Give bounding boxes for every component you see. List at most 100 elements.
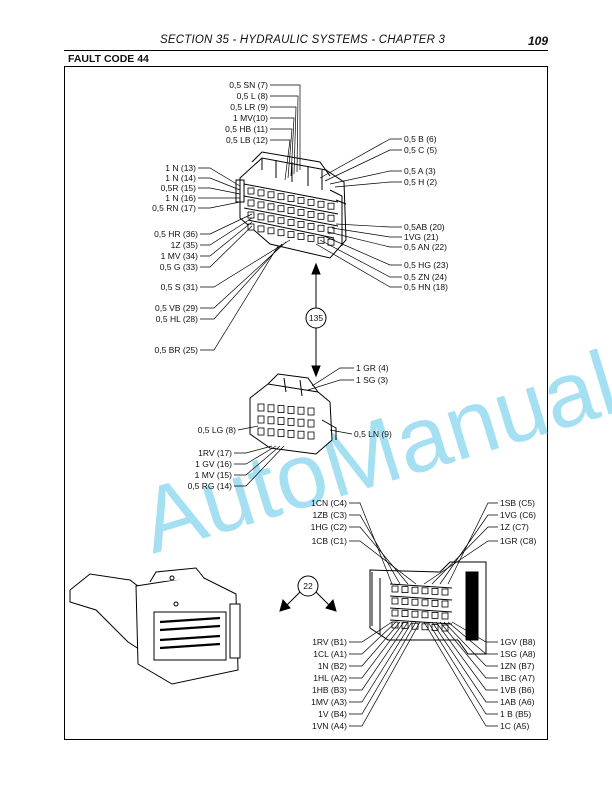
leader-line: [319, 138, 402, 179]
connector-pin: [431, 588, 439, 595]
connector-pin: [267, 203, 275, 211]
connector-pin: [421, 599, 429, 607]
connector-pin: [297, 418, 305, 427]
wire-label: 0,5 LR (9): [230, 102, 268, 112]
connector-pin: [391, 585, 399, 593]
connector-pin: [411, 610, 419, 618]
leader-line: [198, 201, 241, 209]
connector-pin: [297, 406, 305, 415]
connector-pin: [297, 221, 305, 228]
wire-label: 1CL (A1): [313, 649, 347, 659]
leader-line: [349, 621, 413, 703]
wire-label: 0,5 RG (14): [188, 481, 233, 491]
connector-pin: [257, 403, 265, 412]
header-rule: [64, 50, 548, 51]
wire-label: 0,5 B (6): [404, 134, 437, 144]
wire-label: 0,5 HB (11): [225, 124, 268, 134]
leader-line: [349, 621, 417, 715]
wire-label: 1Z (C7): [500, 522, 529, 532]
wire-label: 1Z (35): [171, 240, 199, 250]
leader-line: [327, 231, 402, 248]
leader-line: [323, 235, 402, 266]
leader-line: [349, 621, 397, 655]
connector-pin: [247, 187, 255, 195]
wire-label: 0,5 LG (8): [198, 425, 236, 435]
connector-pin: [411, 586, 419, 594]
connection-arrow: [305, 262, 327, 378]
connector-pin: [421, 587, 429, 595]
leader-line: [439, 514, 498, 585]
connector-pin: [287, 429, 295, 438]
wire-label: 1BC (A7): [500, 673, 535, 683]
leader-line: [200, 239, 291, 288]
wire-label: 0,5 C (5): [404, 145, 437, 155]
leader-line: [447, 621, 498, 655]
leader-line: [435, 621, 498, 691]
leader-line: [349, 621, 393, 643]
leader-line: [315, 243, 402, 288]
connector-pin: [421, 611, 429, 619]
wire-label: 1RV (17): [198, 448, 232, 458]
leader-line: [200, 241, 287, 309]
leader-line: [311, 367, 354, 387]
connector-pin: [431, 600, 439, 607]
connector-pin: [267, 404, 275, 413]
leader-line: [200, 245, 279, 351]
wire-label: 1N (B2): [318, 661, 347, 671]
wire-label: 1ZB (C3): [313, 510, 348, 520]
leader-line: [443, 621, 498, 667]
leader-line: [349, 621, 401, 667]
connector-pin: [401, 610, 409, 617]
connector-pin: [297, 233, 305, 240]
fault-code-heading: FAULT CODE 44: [68, 53, 149, 65]
wire-label: 1ZN (B7): [500, 661, 535, 671]
connector-pin: [307, 419, 315, 428]
wire-label: 1C (A5): [500, 721, 529, 731]
connector-pin: [267, 191, 275, 199]
connector-pin: [277, 417, 285, 426]
connector-pin: [441, 588, 449, 596]
wire-label: 0,5 HR (36): [154, 229, 198, 239]
connector-pin: [267, 227, 275, 235]
wire-label: 1 GV (16): [195, 459, 232, 469]
wire-label: 1VG (21): [404, 232, 439, 242]
top-connector-right-labels: 0,5 B (6) 0,5 C (5) 0,5 A (3) 0,5 H (2) …: [404, 134, 449, 292]
wire-label: 1 SG (3): [356, 375, 388, 385]
wire-label: 1HG (C2): [311, 522, 348, 532]
connector-pin: [277, 193, 285, 201]
connector-pin: [267, 416, 275, 425]
leader-line: [237, 425, 259, 431]
leader-line: [349, 540, 417, 585]
wire-label: 0,5 A (3): [404, 166, 436, 176]
leader-line: [270, 84, 301, 170]
connector-pin: [327, 202, 335, 210]
connector-pin: [327, 214, 335, 222]
page-header: SECTION 35 - HYDRAULIC SYSTEMS - CHAPTER…: [64, 34, 548, 50]
connector-pin: [297, 209, 305, 216]
wire-label: 0,5 HG (23): [404, 260, 449, 270]
connector-pin: [401, 586, 409, 593]
wire-label: 1CB (C1): [312, 536, 348, 546]
wire-label: 0,5 RN (17): [152, 203, 196, 213]
leader-line: [200, 217, 253, 246]
connector-pin: [257, 189, 265, 197]
reference-number-135: 135: [309, 313, 323, 323]
wire-label: 1SB (C5): [500, 498, 535, 508]
leader-line: [319, 239, 402, 278]
connector-pin: [257, 415, 265, 424]
wire-label: 0,5 LN (9): [354, 429, 392, 439]
connector-pin: [401, 622, 409, 629]
connector-pin: [287, 231, 295, 239]
section-title: SECTION 35 - HYDRAULIC SYSTEMS - CHAPTER…: [160, 34, 446, 46]
leader-line: [431, 526, 498, 585]
connector-pin: [431, 612, 439, 619]
leader-line: [200, 243, 283, 320]
wire-label: 1V (B4): [318, 709, 347, 719]
wire-label: 1 MV (34): [161, 251, 198, 261]
wire-label: 0,5 HL (28): [156, 314, 198, 324]
connector-pin: [431, 624, 439, 631]
leader-line: [198, 177, 241, 191]
leader-line: [329, 429, 353, 435]
leader-line: [270, 128, 293, 179]
